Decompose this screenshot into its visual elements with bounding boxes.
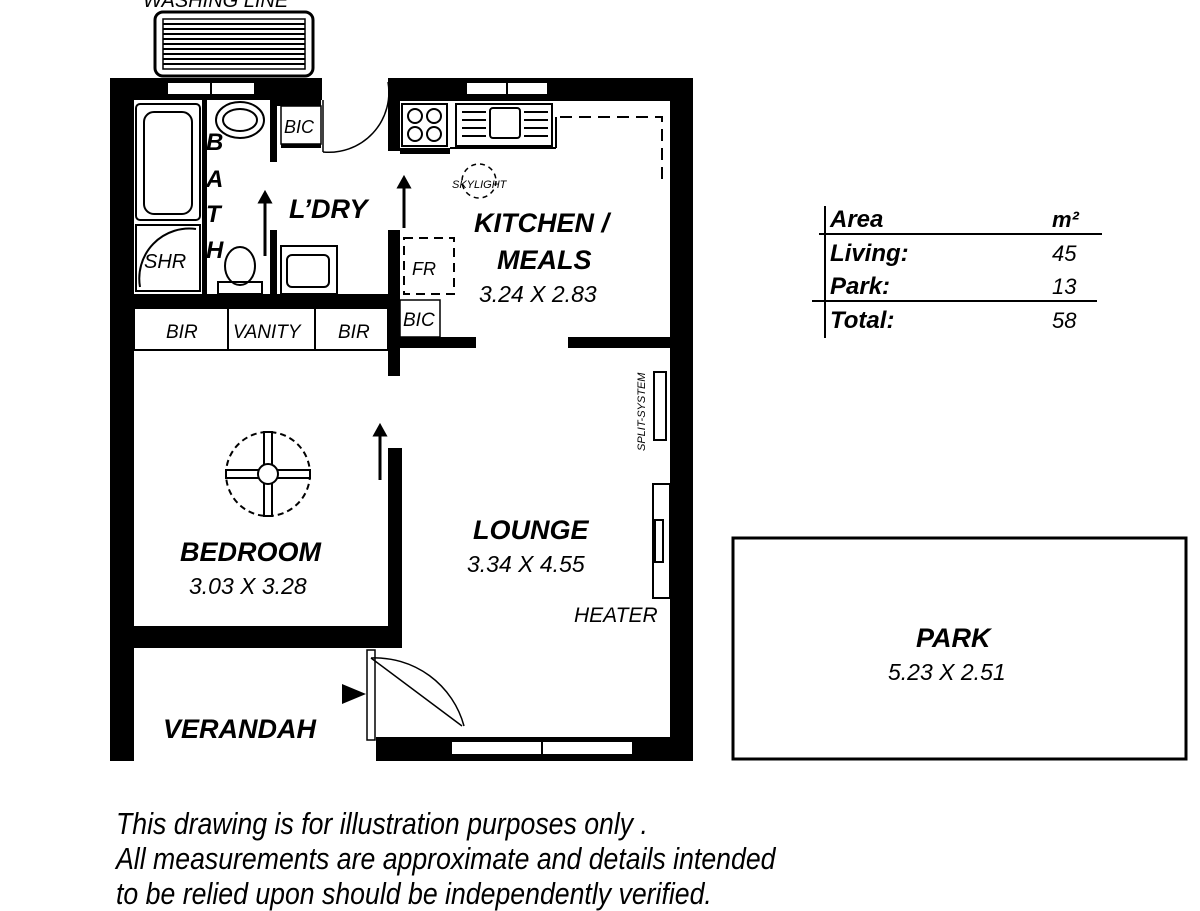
entry-arrow-icon [342,684,366,704]
bath-letter: A [205,166,223,193]
disclaimer-line: All measurements are approximate and det… [116,841,776,876]
park-title: PARK [916,623,993,653]
kitchen-title-2: MEALS [497,245,592,275]
bedroom-title: BEDROOM [180,537,322,567]
laundry-tub-icon [280,245,338,295]
area-row-value: 13 [1052,274,1077,299]
bir-right-label: BIR [338,322,370,343]
kitchen-bench [400,99,670,186]
lounge-dimensions: 3.34 X 4.55 [467,551,585,577]
toilet-icon [217,246,263,295]
bath-letter: T [206,201,223,228]
sliding-door-arrows [257,174,412,480]
bath-letter: B [206,129,223,156]
heater-unit [652,483,671,599]
area-table [812,206,1102,338]
bedroom-dimensions: 3.03 X 3.28 [189,573,307,599]
doors [322,81,465,741]
area-table-unit: m² [1052,207,1080,232]
heater-label: HEATER [574,604,658,627]
disclaimer-line: This drawing is for illustration purpose… [116,806,648,841]
split-system-unit [653,371,667,441]
bedroom-cabinets [133,307,389,351]
kitchen-title: KITCHEN / [474,208,611,238]
park-area [731,536,1188,761]
area-row-value: 45 [1052,241,1077,266]
bic-kitchen-label: BIC [403,310,435,331]
kitchen-dimensions: 3.24 X 2.83 [479,281,597,307]
fridge-label: FR [412,259,436,279]
fridge-space [403,237,455,295]
ceiling-fan-icon [225,431,311,517]
basin-icon [215,101,265,139]
shower-label: SHR [144,251,186,273]
skylight-label: SKYLIGHT [452,179,508,191]
laundry-label: L’DRY [289,194,370,224]
bic-kitchen-box [399,299,441,338]
area-total-label: Total: [830,307,894,334]
split-system-label: SPLIT-SYSTEM [636,372,648,451]
area-table-header: Area [829,206,883,233]
disclaimer-line: to be relied upon should be independentl… [116,876,712,911]
area-total-value: 58 [1052,308,1077,333]
verandah-label: VERANDAH [163,714,317,744]
washing-line-label: WASHING LINE [143,0,289,12]
area-row-label: Park: [830,273,890,300]
shower-icon [135,224,201,292]
interior-walls [134,78,670,648]
bath-letter: H [206,237,224,264]
bathtub-icon [135,103,201,221]
area-row-label: Living: [830,240,909,267]
disclaimer: This drawing is for illustration purpose… [116,806,976,911]
bir-left-label: BIR [166,322,198,343]
park-dimensions: 5.23 X 2.51 [888,659,1006,685]
bic-top-label: BIC [284,117,315,137]
bic-top-box [280,105,322,145]
lounge-title: LOUNGE [473,515,589,545]
vanity-label: VANITY [233,322,302,343]
skylight-icon [461,163,497,199]
washing-line-icon [153,10,315,78]
